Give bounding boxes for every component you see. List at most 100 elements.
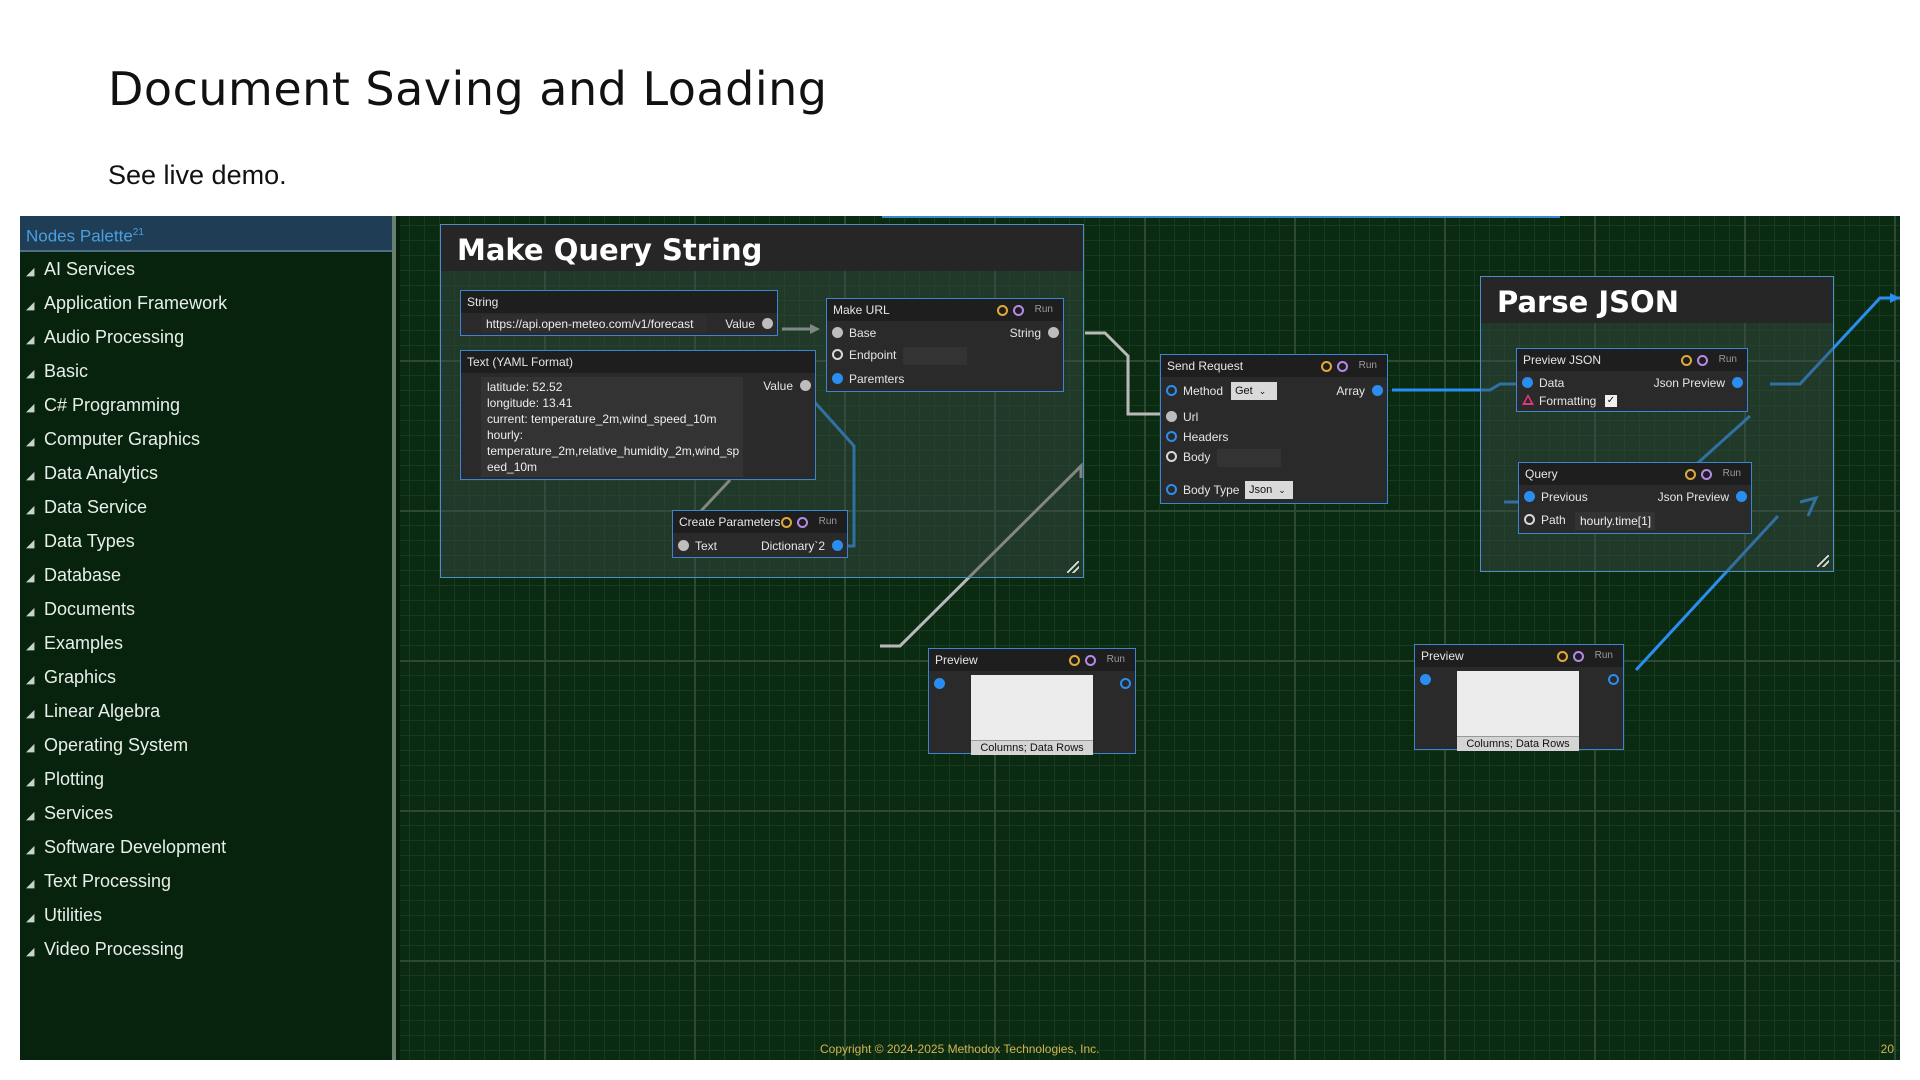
input-pin-body[interactable]: [1166, 451, 1177, 462]
status-orange-icon: [1320, 360, 1332, 372]
input-pin-previous[interactable]: [1524, 491, 1535, 502]
expand-triangle-icon[interactable]: ◢: [26, 300, 35, 312]
method-value: Get: [1235, 385, 1253, 397]
expand-triangle-icon[interactable]: ◢: [26, 912, 35, 924]
node-preview-2[interactable]: Preview Run Columns; Data Rows: [1414, 644, 1624, 751]
formatting-checkbox[interactable]: ✓: [1605, 395, 1617, 407]
expand-triangle-icon[interactable]: ◢: [26, 640, 35, 652]
palette-category[interactable]: ◢Text Processing: [20, 864, 392, 898]
output-pin[interactable]: [762, 318, 773, 329]
expand-triangle-icon[interactable]: ◢: [26, 572, 35, 584]
palette-category[interactable]: ◢Examples: [20, 626, 392, 660]
palette-category[interactable]: ◢Database: [20, 558, 392, 592]
input-pin-body-type[interactable]: [1166, 484, 1177, 495]
expand-triangle-icon[interactable]: ◢: [26, 606, 35, 618]
node-string[interactable]: String https://api.open-meteo.com/v1/for…: [460, 290, 778, 336]
expand-triangle-icon[interactable]: ◢: [26, 368, 35, 380]
expand-triangle-icon[interactable]: ◢: [26, 776, 35, 788]
output-pin[interactable]: [800, 380, 811, 391]
palette-category[interactable]: ◢Utilities: [20, 898, 392, 932]
expand-triangle-icon[interactable]: ◢: [26, 810, 35, 822]
node-make-url[interactable]: Make URL Run Base Endpoint Paremters Str…: [826, 298, 1064, 392]
palette-category[interactable]: ◢Data Service: [20, 490, 392, 524]
graph-canvas[interactable]: Make Query String Parse JSON String http…: [400, 216, 1900, 1060]
output-pin[interactable]: [1048, 327, 1059, 338]
palette-category[interactable]: ◢Software Development: [20, 830, 392, 864]
run-button[interactable]: Run: [1718, 354, 1737, 365]
node-status: Run: [1684, 463, 1741, 485]
palette-category[interactable]: ◢Application Framework: [20, 286, 392, 320]
node-preview-json[interactable]: Preview JSON Run Data Formatting ✓ Json …: [1516, 348, 1748, 412]
input-pin-text[interactable]: [678, 540, 689, 551]
endpoint-field[interactable]: [903, 347, 967, 365]
run-button[interactable]: Run: [818, 516, 837, 527]
expand-triangle-icon[interactable]: ◢: [26, 402, 35, 414]
input-pin-method[interactable]: [1166, 385, 1177, 396]
resize-grip-icon[interactable]: [1067, 561, 1079, 573]
node-query[interactable]: Query Run Previous Path hourly.time[1] J…: [1518, 462, 1752, 534]
status-purple-icon: [1700, 468, 1712, 480]
expand-triangle-icon[interactable]: ◢: [26, 742, 35, 754]
expand-triangle-icon[interactable]: ◢: [26, 436, 35, 448]
palette-category[interactable]: ◢Graphics: [20, 660, 392, 694]
run-button[interactable]: Run: [1358, 360, 1377, 371]
input-pin[interactable]: [1420, 674, 1431, 685]
output-pin[interactable]: [1372, 385, 1383, 396]
palette-category[interactable]: ◢Operating System: [20, 728, 392, 762]
palette-category[interactable]: ◢C# Programming: [20, 388, 392, 422]
node-send-request[interactable]: Send Request Run Method Get⌄ Array Url H…: [1160, 354, 1388, 480]
output-pin[interactable]: [1120, 678, 1131, 689]
run-button[interactable]: Run: [1106, 654, 1125, 665]
palette-category[interactable]: ◢Documents: [20, 592, 392, 626]
palette-category[interactable]: ◢Video Processing: [20, 932, 392, 966]
input-pin-parameters[interactable]: [832, 373, 843, 384]
palette-category[interactable]: ◢AI Services: [20, 252, 392, 286]
output-pin[interactable]: [1736, 491, 1747, 502]
expand-triangle-icon[interactable]: ◢: [26, 470, 35, 482]
palette-category[interactable]: ◢Data Analytics: [20, 456, 392, 490]
palette-category[interactable]: ◢Plotting: [20, 762, 392, 796]
output-pin[interactable]: [1608, 674, 1619, 685]
body-type-dropdown[interactable]: Json⌄: [1245, 481, 1293, 499]
run-button[interactable]: Run: [1722, 468, 1741, 479]
input-pin-path[interactable]: [1524, 514, 1535, 525]
expand-triangle-icon[interactable]: ◢: [26, 334, 35, 346]
preview-table[interactable]: Columns; Data Rows: [1457, 671, 1579, 751]
preview-table[interactable]: Columns; Data Rows: [971, 675, 1093, 755]
input-pin[interactable]: [934, 678, 945, 689]
expand-triangle-icon[interactable]: ◢: [26, 844, 35, 856]
node-create-parameters[interactable]: Create Parameters Run Text Dictionary`2: [672, 510, 848, 558]
run-button[interactable]: Run: [1034, 304, 1053, 315]
input-pin-base[interactable]: [832, 327, 843, 338]
path-field[interactable]: hourly.time[1]: [1575, 512, 1655, 530]
palette-category[interactable]: ◢Computer Graphics: [20, 422, 392, 456]
input-label: Method: [1183, 384, 1224, 398]
node-preview-1[interactable]: Preview Run Columns; Data Rows: [928, 648, 1136, 755]
run-button[interactable]: Run: [1594, 650, 1613, 661]
palette-category[interactable]: ◢Services: [20, 796, 392, 830]
expand-triangle-icon[interactable]: ◢: [26, 504, 35, 516]
input-pin-data[interactable]: [1522, 377, 1533, 388]
output-pin[interactable]: [832, 540, 843, 551]
resize-grip-icon[interactable]: [1817, 555, 1829, 567]
input-pin-headers[interactable]: [1166, 431, 1177, 442]
palette-category[interactable]: ◢Linear Algebra: [20, 694, 392, 728]
expand-triangle-icon[interactable]: ◢: [26, 674, 35, 686]
body-field[interactable]: [1217, 449, 1281, 467]
expand-triangle-icon[interactable]: ◢: [26, 266, 35, 278]
expand-triangle-icon[interactable]: ◢: [26, 538, 35, 550]
method-dropdown[interactable]: Get⌄: [1231, 382, 1277, 400]
palette-category[interactable]: ◢Data Types: [20, 524, 392, 558]
expand-triangle-icon[interactable]: ◢: [26, 878, 35, 890]
palette-category[interactable]: ◢Audio Processing: [20, 320, 392, 354]
input-pin-endpoint[interactable]: [832, 349, 843, 360]
expand-triangle-icon[interactable]: ◢: [26, 946, 35, 958]
string-value-field[interactable]: https://api.open-meteo.com/v1/forecast: [481, 315, 707, 333]
palette-category[interactable]: ◢Basic: [20, 354, 392, 388]
expand-triangle-icon[interactable]: ◢: [26, 708, 35, 720]
output-pin[interactable]: [1732, 377, 1743, 388]
input-pin-url[interactable]: [1166, 411, 1177, 422]
output-label: Value: [725, 317, 755, 331]
